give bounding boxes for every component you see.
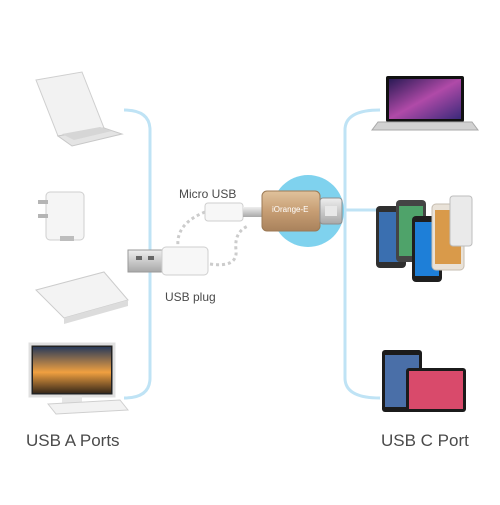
usb-c-adapter: [261, 190, 343, 232]
usb-plug-label: USB plug: [165, 290, 216, 304]
usb-c-port-label: USB C Port: [381, 431, 469, 450]
right-bracket-line: [343, 108, 381, 400]
micro-usb-label: Micro USB: [179, 187, 237, 201]
usb-plug-cable: [127, 224, 249, 276]
wall-charger-icon: [38, 191, 85, 241]
white-laptop-icon: [35, 71, 124, 147]
usb-a-ports-label: USB A Ports: [26, 431, 120, 450]
smartphones-icon: [376, 195, 473, 282]
desktop-pc-icon: [28, 342, 129, 415]
tablets-icon: [382, 350, 466, 412]
power-bank-icon: [35, 271, 129, 324]
macbook-icon: [371, 76, 479, 131]
adapter-brand-label: iOrange-E: [272, 205, 309, 214]
